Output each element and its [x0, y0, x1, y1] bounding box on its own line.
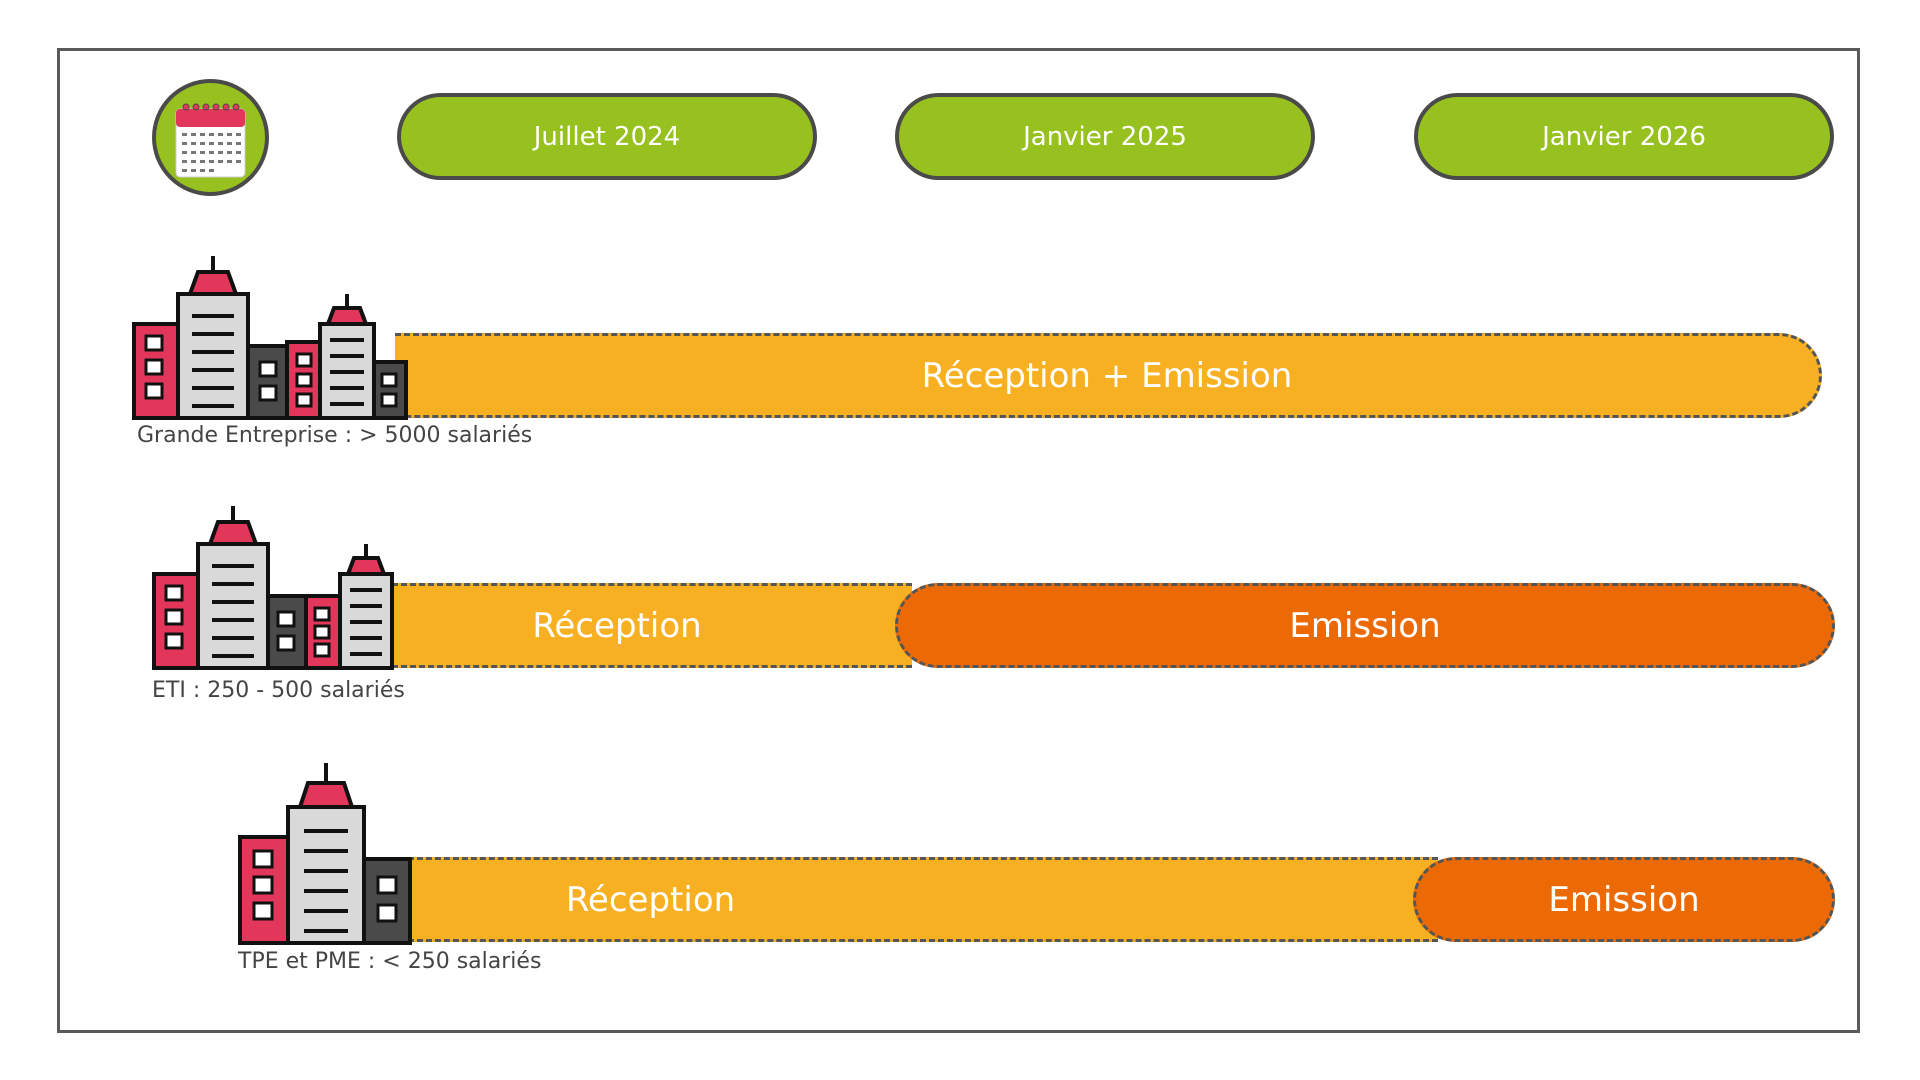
bar-reception-emission: Réception + Emission [395, 333, 1822, 418]
bar-label: Emission [1548, 879, 1700, 920]
milestone-label: Janvier 2025 [1023, 121, 1187, 152]
calendar-icon [175, 103, 246, 178]
caption-tpe-pme: TPE et PME : < 250 salariés [238, 949, 542, 974]
milestone-label: Janvier 2026 [1542, 121, 1706, 152]
caption-grande-entreprise: Grande Entreprise : > 5000 salariés [137, 423, 533, 448]
bar-label: Emission [1289, 605, 1441, 646]
buildings-icon-small [238, 763, 412, 945]
bar-emission: Emission [895, 583, 1835, 668]
milestone-label: Juillet 2024 [533, 121, 681, 152]
milestone-juillet-2024: Juillet 2024 [397, 93, 817, 180]
bar-emission: Emission [1413, 857, 1835, 942]
caption-eti: ETI : 250 - 500 salariés [152, 678, 405, 703]
bar-label: Réception [532, 605, 702, 646]
milestone-janvier-2025: Janvier 2025 [895, 93, 1315, 180]
bar-label: Réception + Emission [921, 355, 1293, 396]
milestone-janvier-2026: Janvier 2026 [1414, 93, 1834, 180]
buildings-icon-large [132, 256, 408, 420]
bar-reception: Réception [408, 857, 1438, 942]
calendar-badge [152, 79, 269, 196]
bar-reception: Réception [392, 583, 912, 668]
bar-label: Réception [565, 879, 736, 920]
buildings-icon-medium [152, 506, 394, 670]
